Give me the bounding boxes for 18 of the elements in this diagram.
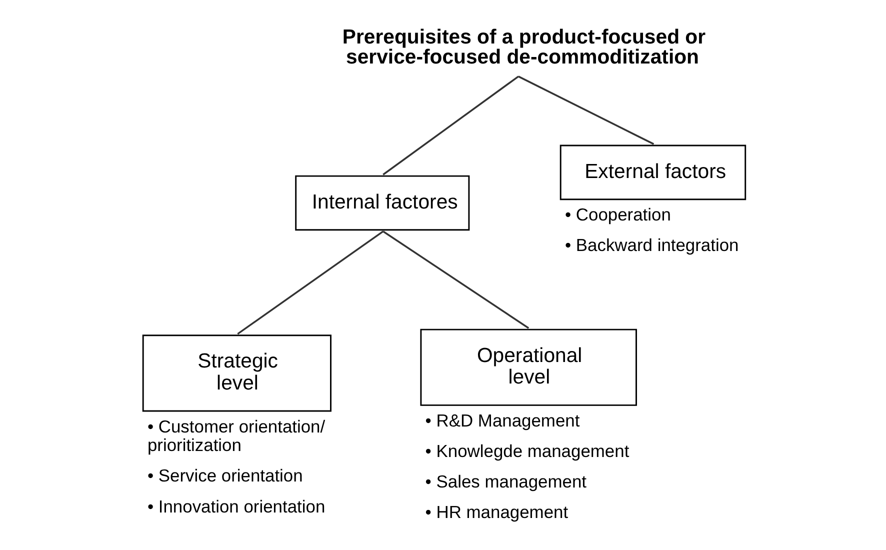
connector <box>236 230 384 335</box>
connector <box>382 76 518 176</box>
node-label: • Service orientation <box>146 466 302 486</box>
node-label: • Sales management <box>424 472 586 492</box>
connector <box>518 76 654 145</box>
node-label: • Customer orientation/ prioritization <box>146 416 325 456</box>
node-label: • HR management <box>424 502 568 522</box>
node-label: • R&D Management <box>424 410 580 430</box>
node-label: • Knowlegde management <box>424 440 629 461</box>
node-label: • Innovation orientation <box>146 496 325 516</box>
node-box: Strategic level <box>142 334 331 412</box>
node-box: Operational level <box>420 328 636 406</box>
node-box: External factors <box>559 144 746 200</box>
connector <box>382 230 529 329</box>
node-text: Prerequisites of a product-focused or service-focused de-commoditization <box>342 26 706 69</box>
node-box: Internal factores <box>294 175 470 231</box>
node-label: • Backward integration <box>564 235 738 256</box>
node-label: • Cooperation <box>564 204 670 225</box>
